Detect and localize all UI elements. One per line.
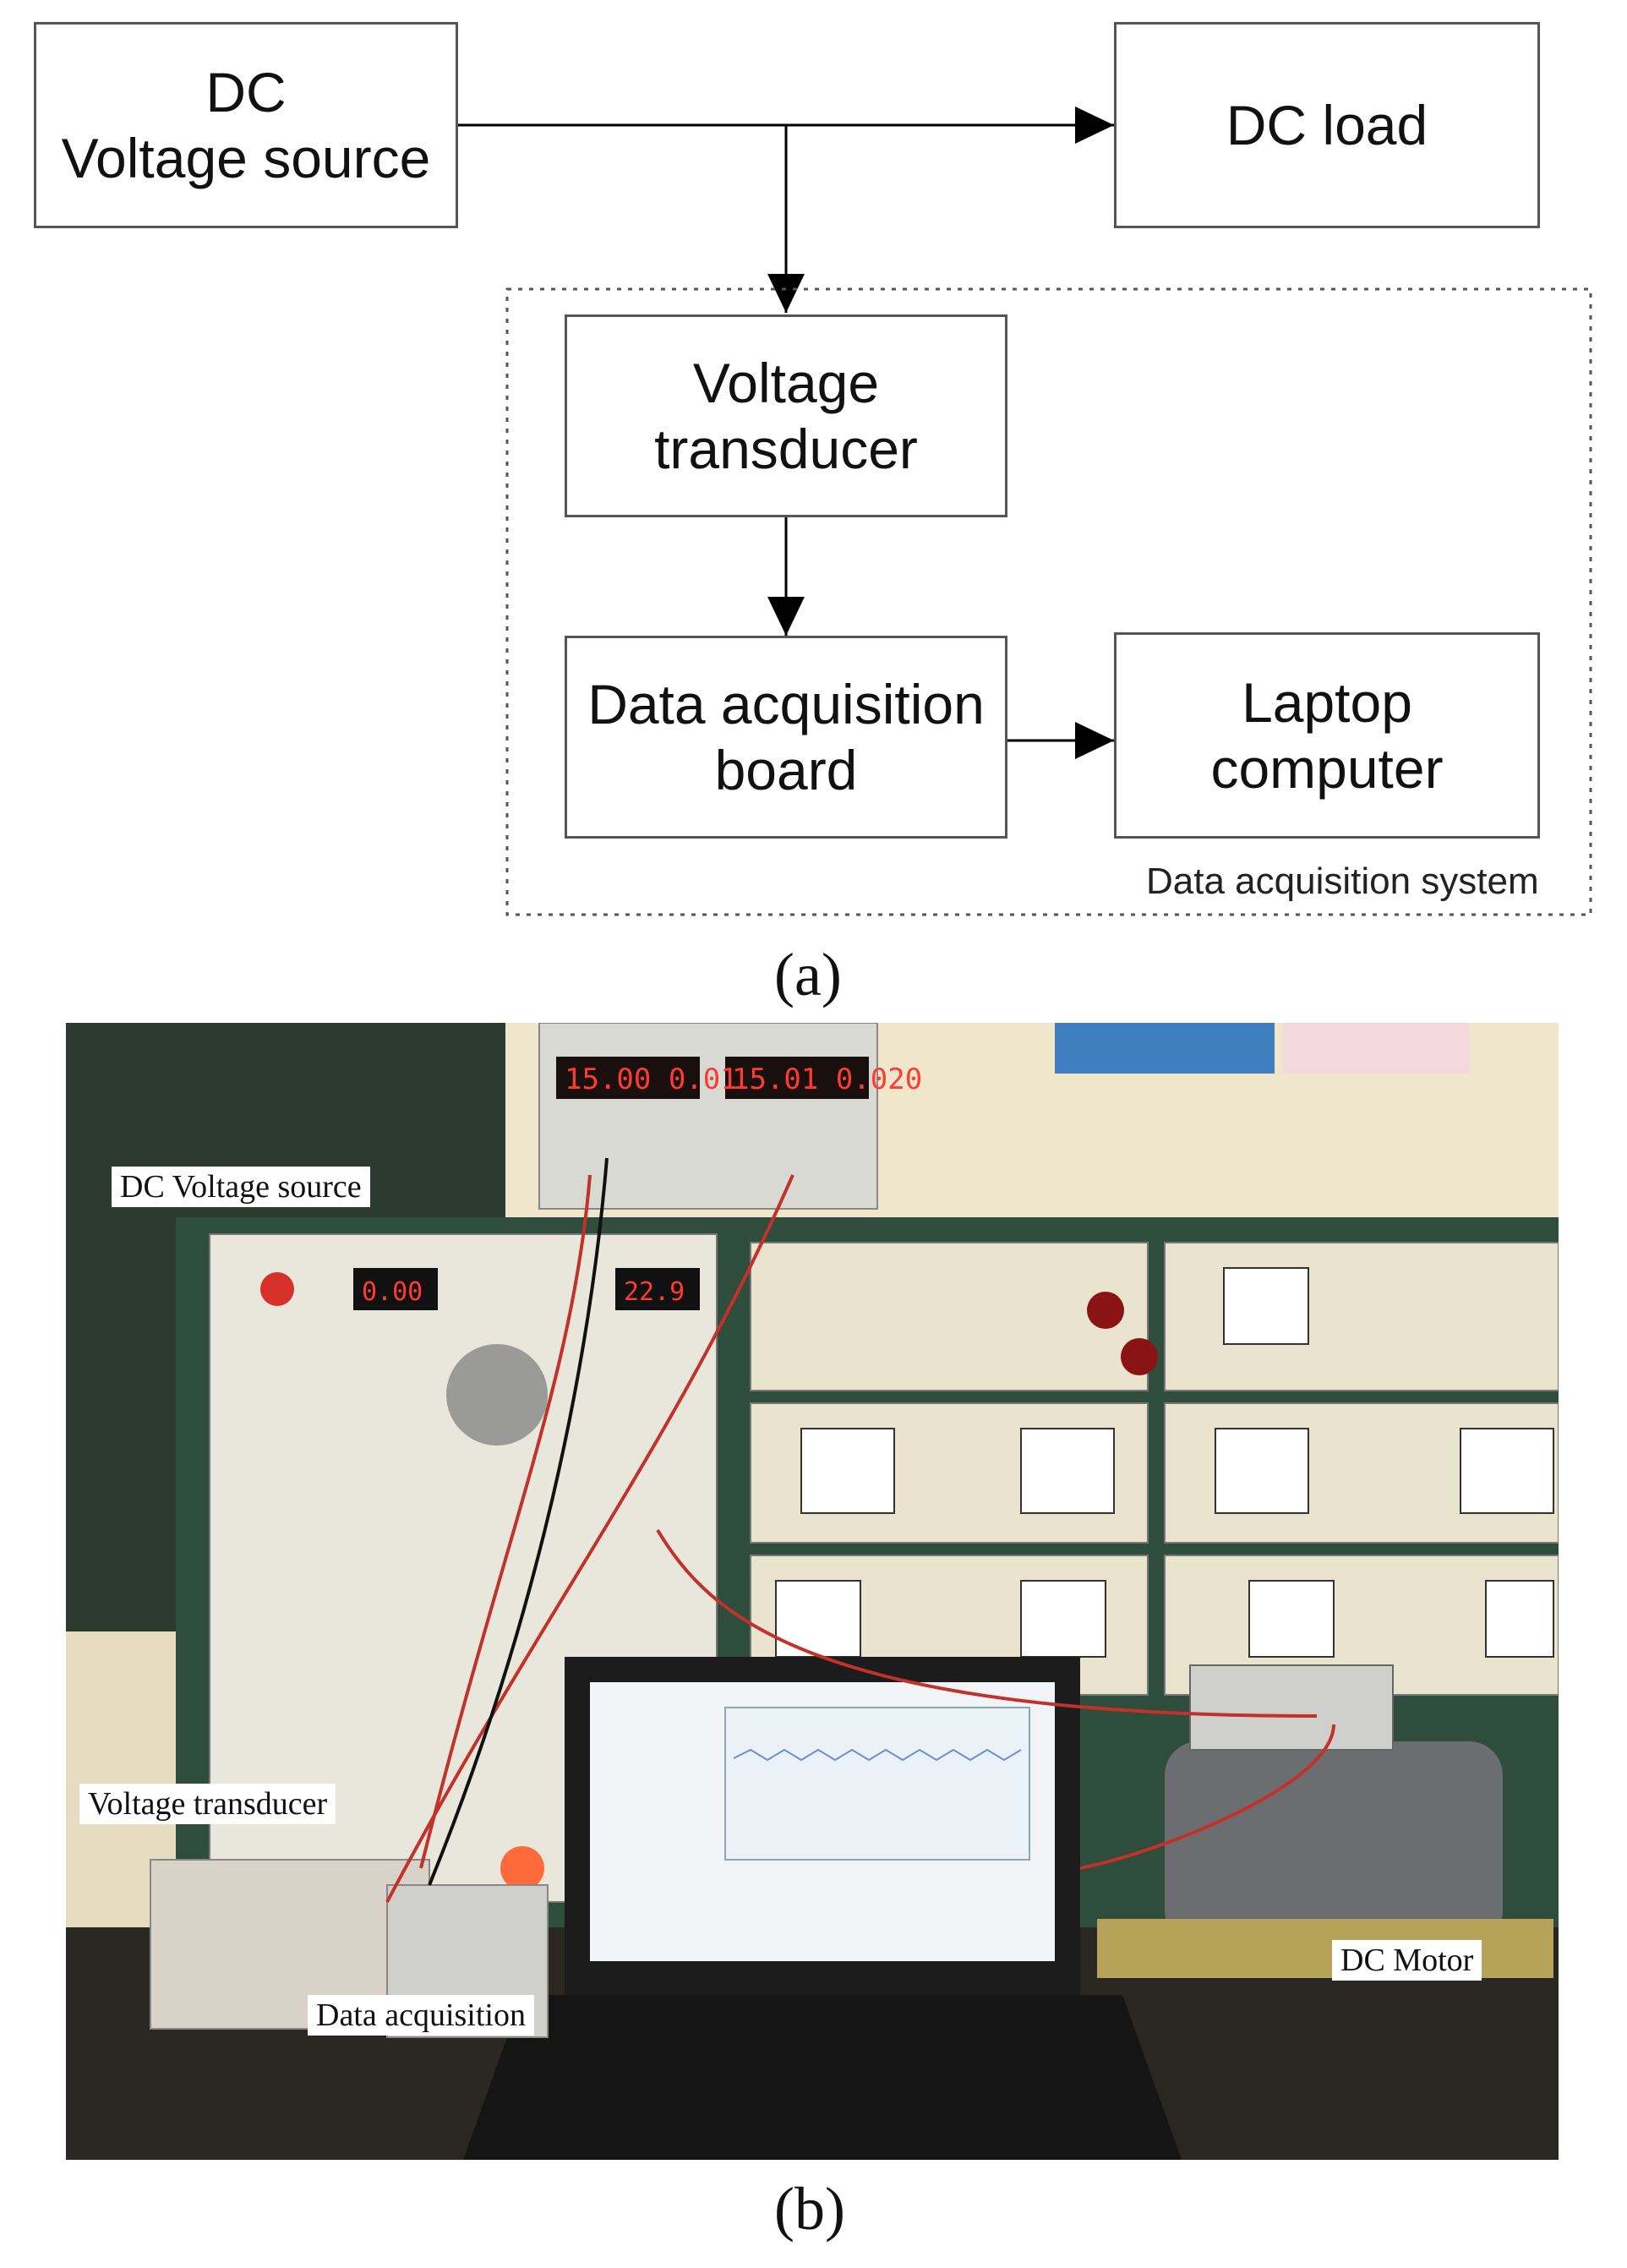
psu-right-display: 15.01 0.020 bbox=[732, 1063, 922, 1096]
small-meter-display: 22.9 bbox=[624, 1277, 685, 1307]
photo-label-voltage-transducer: Voltage transducer bbox=[79, 1784, 336, 1824]
caption-a: (a) bbox=[774, 941, 842, 1008]
power-supply-unit bbox=[538, 1023, 878, 1210]
diagram-connectors bbox=[456, 107, 1592, 916]
dc-voltage-source-block: DC Voltage source bbox=[34, 22, 458, 228]
data-acquisition-board-block: Data acquisition board bbox=[565, 636, 1007, 839]
photo-label-data-acquisition: Data acquisition bbox=[308, 1995, 534, 2036]
dc-load-block: DC load bbox=[1114, 22, 1540, 228]
data-acquisition-system-boundary bbox=[505, 287, 1592, 916]
dc-source-line-1: DC bbox=[205, 61, 287, 123]
board-line-2: board bbox=[714, 739, 858, 801]
panel-meter-display: 0.00 bbox=[362, 1277, 423, 1307]
arrowhead-laptop bbox=[1075, 722, 1114, 759]
arrowhead-load bbox=[1075, 107, 1114, 144]
transducer-line-2: transducer bbox=[654, 418, 918, 480]
arrowhead-transducer bbox=[767, 274, 805, 313]
dc-source-line-2: Voltage source bbox=[61, 127, 431, 189]
dc-motor-photo bbox=[1165, 1741, 1503, 1944]
data-acquisition-system-label: Data acquisition system bbox=[1146, 861, 1539, 902]
transducer-line-1: Voltage bbox=[692, 352, 880, 414]
dc-load-label: DC load bbox=[1226, 94, 1428, 156]
caption-b: (b) bbox=[774, 2175, 845, 2243]
arrowhead-board bbox=[767, 597, 805, 636]
laptop-line-2: computer bbox=[1210, 737, 1444, 800]
psu-left-display: 15.00 0.01 bbox=[565, 1063, 738, 1096]
laptop-computer-block: Laptop computer bbox=[1114, 632, 1540, 839]
photo-label-dc-voltage-source: DC Voltage source bbox=[112, 1167, 370, 1207]
photo-illustration: 15.00 0.01 15.01 0.020 0.00 22.9 bbox=[66, 1023, 1559, 2160]
board-line-1: Data acquisition bbox=[587, 673, 985, 735]
voltage-transducer-block: Voltage transducer bbox=[565, 314, 1007, 517]
experimental-setup-photo: 15.00 0.01 15.01 0.020 0.00 22.9 DC Volt… bbox=[66, 1023, 1559, 2160]
laptop-line-1: Laptop bbox=[1242, 671, 1412, 734]
photo-label-dc-motor: DC Motor bbox=[1332, 1940, 1482, 1981]
